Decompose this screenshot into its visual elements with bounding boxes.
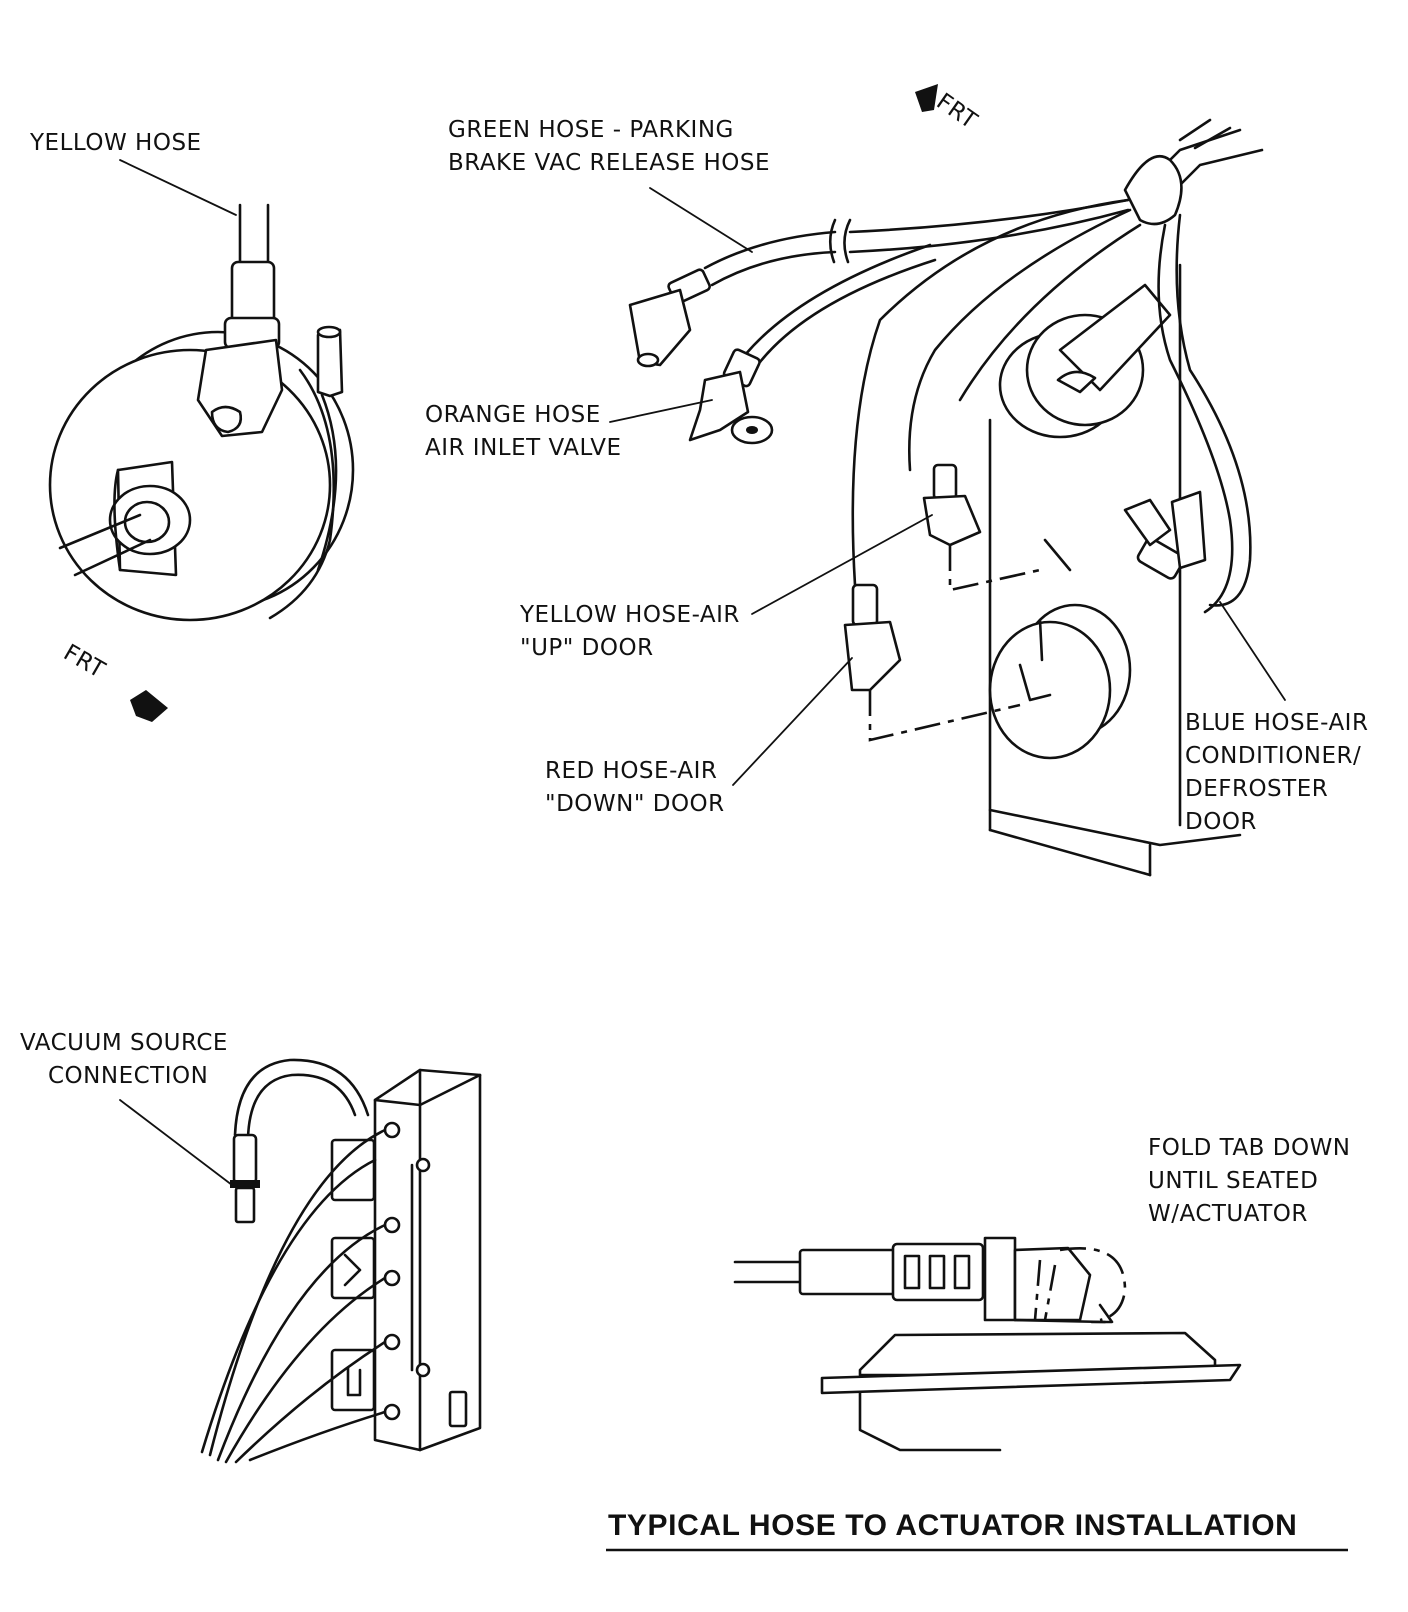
hose-harness-assembly: FRT — [628, 84, 1264, 877]
vacuum-connector-block — [200, 1058, 482, 1464]
label-blue-air-line1: BLUE HOSE-AIR — [1185, 710, 1368, 736]
label-yellow-air-line1: YELLOW HOSE-AIR — [519, 602, 740, 628]
installation-detail — [733, 1236, 1242, 1452]
leader-vacuum-source — [119, 1099, 233, 1186]
label-red-air-line2: "DOWN" DOOR — [545, 791, 725, 817]
actuator-view-left — [48, 203, 355, 622]
label-green-hose-line2: BRAKE VAC RELEASE HOSE — [448, 150, 770, 176]
leader-yellow-air — [751, 514, 933, 615]
leader-green-hose — [649, 187, 753, 253]
leader-yellow-hose — [119, 159, 237, 216]
label-orange-hose-line2: AIR INLET VALVE — [425, 435, 622, 461]
svg-text:FRT: FRT — [932, 89, 983, 135]
svg-text:FRT: FRT — [59, 640, 110, 684]
label-fold-tab-line1: FOLD TAB DOWN — [1148, 1135, 1351, 1161]
leader-blue-air — [1219, 601, 1286, 701]
label-blue-air-line2: CONDITIONER/ — [1185, 743, 1361, 769]
label-vacuum-source-line2: CONNECTION — [48, 1063, 208, 1089]
front-direction-arrow-left: FRT — [59, 640, 168, 722]
label-orange-hose-line1: ORANGE HOSE — [425, 402, 601, 428]
label-red-air-line1: RED HOSE-AIR — [545, 758, 717, 784]
label-vacuum-source-line1: VACUUM SOURCE — [20, 1030, 228, 1056]
label-yellow-hose: YELLOW HOSE — [29, 130, 202, 156]
front-direction-arrow-right: FRT — [915, 84, 982, 135]
label-fold-tab-line2: UNTIL SEATED — [1148, 1168, 1318, 1194]
label-blue-air-line3: DEFROSTER — [1185, 776, 1328, 802]
diagram-title: TYPICAL HOSE TO ACTUATOR INSTALLATION — [608, 1509, 1297, 1542]
leader-orange-hose — [609, 399, 713, 423]
label-yellow-air-line2: "UP" DOOR — [520, 635, 654, 661]
label-fold-tab-line3: W/ACTUATOR — [1148, 1201, 1308, 1227]
label-blue-air-line4: DOOR — [1185, 809, 1257, 835]
leader-red-air — [732, 657, 853, 786]
label-green-hose-line1: GREEN HOSE - PARKING — [448, 117, 734, 143]
